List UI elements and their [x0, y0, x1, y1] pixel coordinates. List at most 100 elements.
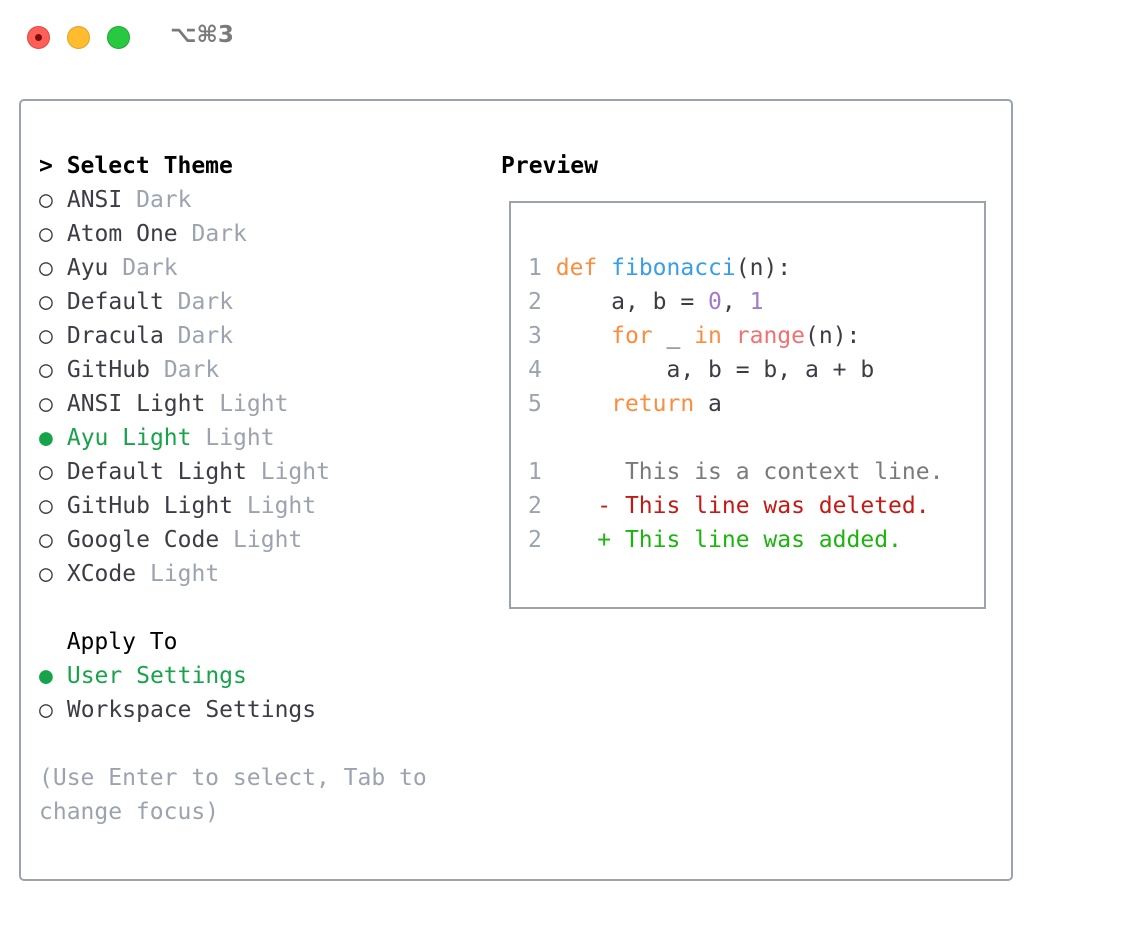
radio-unselected-icon: ○ [39, 221, 53, 247]
code-text: a, b = [611, 289, 709, 315]
help-text-line-1: (Use Enter to select, Tab to [39, 765, 427, 791]
theme-kind: Light [149, 561, 220, 587]
radio-unselected-icon: ○ [39, 493, 53, 519]
keyword: for [611, 323, 653, 349]
radio-unselected-icon: ○ [39, 289, 53, 315]
number: 1 [749, 289, 764, 315]
apply-option-user-settings[interactable]: ● User Settings [39, 659, 247, 693]
keyword: return [611, 391, 695, 417]
code-line-2: 2 a, b = 0, 1 [528, 285, 763, 319]
theme-option-ayu[interactable]: ○ Ayu Dark [39, 251, 178, 285]
diff-text: - This line was deleted. [597, 493, 930, 519]
theme-name: ANSI Light [66, 391, 206, 417]
number: 0 [708, 289, 722, 315]
preview-box [509, 201, 986, 609]
theme-kind: Dark [177, 323, 234, 349]
code-line-1: 1 def fibonacci(n): [528, 251, 791, 285]
line-number: 4 [528, 357, 542, 383]
function-name: fibonacci [611, 255, 736, 281]
theme-option-default[interactable]: ○ Default Dark [39, 285, 233, 319]
apply-option-label: Workspace Settings [66, 697, 317, 723]
theme-name: Default Light [66, 459, 247, 485]
theme-kind: Light [260, 459, 330, 485]
keyword: in [694, 323, 722, 349]
theme-kind: Light [219, 391, 289, 417]
preview-title: Preview [501, 153, 598, 179]
radio-unselected-icon: ○ [39, 357, 53, 383]
radio-unselected-icon: ○ [39, 697, 53, 723]
keyword: def [555, 255, 598, 281]
theme-option-google-code[interactable]: ○ Google Code Light [39, 523, 302, 557]
apply-option-label: User Settings [66, 663, 247, 689]
theme-name: ANSI [66, 187, 123, 213]
theme-name: GitHub Light [66, 493, 234, 519]
theme-option-ansi-light[interactable]: ○ ANSI Light Light [39, 387, 288, 421]
theme-kind: Dark [177, 289, 234, 315]
theme-option-default-light[interactable]: ○ Default Light Light [39, 455, 330, 489]
radio-unselected-icon: ○ [39, 323, 53, 349]
diff-line-added: 2 + This line was added. [528, 523, 902, 557]
diff-line-deleted: 2 - This line was deleted. [528, 489, 930, 523]
radio-selected-icon: ● [39, 663, 53, 689]
code-text: a [694, 391, 722, 417]
theme-name: Default [66, 289, 164, 315]
radio-unselected-icon: ○ [39, 527, 53, 553]
minimize-window-button[interactable] [67, 26, 90, 49]
maximize-window-button[interactable] [107, 26, 130, 49]
theme-option-github[interactable]: ○ GitHub Dark [39, 353, 219, 387]
apply-option-workspace-settings[interactable]: ○ Workspace Settings [39, 693, 316, 727]
theme-kind: Dark [136, 187, 192, 213]
theme-name: Ayu [66, 255, 109, 281]
theme-option-xcode[interactable]: ○ XCode Light [39, 557, 219, 591]
theme-name: Dracula [66, 323, 164, 349]
line-number: 2 [528, 289, 542, 315]
theme-name: Google Code [66, 527, 220, 553]
theme-kind: Light [246, 493, 317, 519]
builtin: range [735, 323, 806, 349]
theme-name: GitHub [66, 357, 150, 383]
radio-unselected-icon: ○ [39, 255, 53, 281]
radio-unselected-icon: ○ [39, 561, 53, 587]
theme-option-atom-one[interactable]: ○ Atom One Dark [39, 217, 247, 251]
close-window-button[interactable] [27, 26, 50, 49]
theme-name: XCode [66, 561, 137, 587]
help-text-line-2: change focus) [39, 799, 220, 825]
select-theme-heading: > Select Theme [39, 153, 233, 179]
window-shortcut-label: ⌥⌘3 [170, 22, 234, 48]
code-text: , [721, 289, 750, 315]
theme-kind: Light [205, 425, 275, 451]
theme-kind: Dark [191, 221, 247, 247]
line-number: 3 [528, 323, 542, 349]
theme-name: Atom One [66, 221, 178, 247]
apply-to-heading: Apply To [39, 625, 178, 659]
theme-name: Ayu Light [66, 425, 192, 451]
theme-option-ansi[interactable]: ○ ANSI Dark [39, 183, 192, 217]
code-text: a, b = b, a + b [666, 357, 875, 383]
diff-text: + This line was added. [597, 527, 902, 553]
line-number: 2 [528, 493, 542, 519]
theme-option-ayu-light[interactable]: ● Ayu Light Light [39, 421, 275, 455]
theme-kind: Dark [122, 255, 178, 281]
line-number: 1 [528, 255, 542, 281]
code-line-3: 3 for _ in range(n): [528, 319, 860, 353]
code-line-4: 4 a, b = b, a + b [528, 353, 874, 387]
code-text: (n): [735, 255, 792, 281]
code-text: (n): [805, 323, 861, 349]
theme-kind: Dark [163, 357, 220, 383]
diff-line-context: 1 This is a context line. [528, 455, 943, 489]
apply-to-label: Apply To [66, 629, 178, 655]
theme-kind: Light [233, 527, 303, 553]
radio-unselected-icon: ○ [39, 459, 53, 485]
theme-option-github-light[interactable]: ○ GitHub Light Light [39, 489, 316, 523]
diff-text: This is a context line. [624, 459, 944, 485]
line-number: 5 [528, 391, 542, 417]
radio-unselected-icon: ○ [39, 187, 53, 213]
radio-unselected-icon: ○ [39, 391, 53, 417]
line-number: 2 [528, 527, 542, 553]
theme-option-dracula[interactable]: ○ Dracula Dark [39, 319, 233, 353]
line-number: 1 [528, 459, 542, 485]
radio-selected-icon: ● [39, 425, 53, 451]
code-text: _ [652, 323, 695, 349]
theme-dialog [19, 99, 1013, 881]
code-line-5: 5 return a [528, 387, 722, 421]
